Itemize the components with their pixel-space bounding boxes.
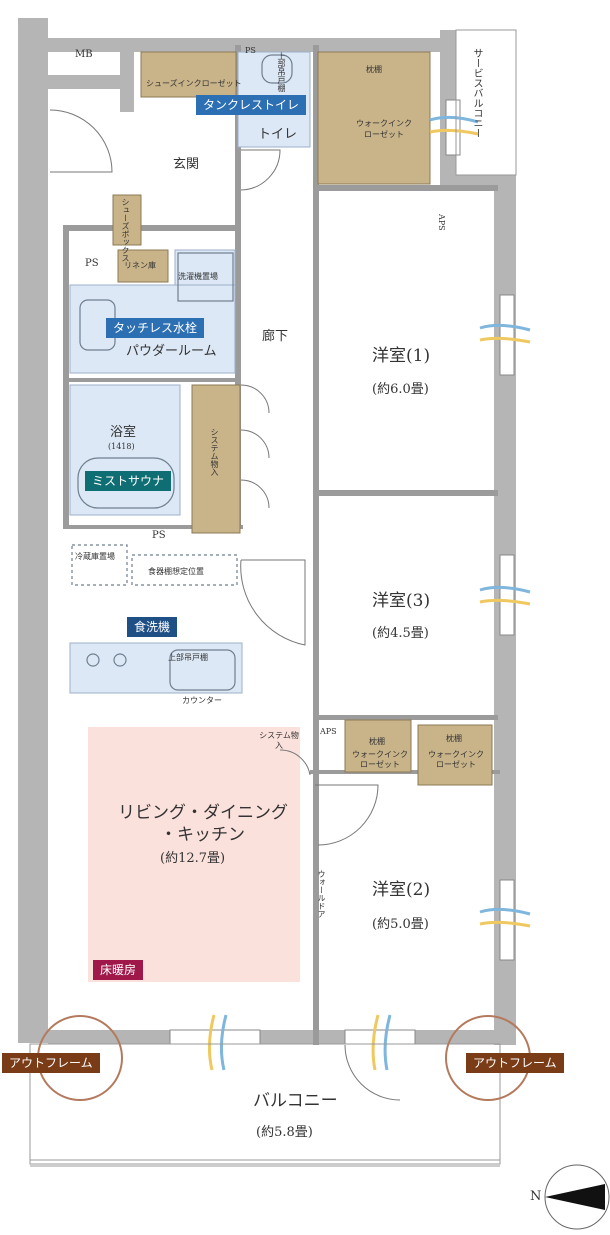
bath-area: [69, 384, 181, 516]
mb-label: MB: [75, 49, 93, 60]
bathroom-size-label: (1418): [108, 442, 135, 451]
wic-2-area: [344, 719, 412, 773]
room1-name: 洋室(1): [372, 346, 431, 366]
shelf-2-label: 枕棚: [369, 737, 385, 746]
service-balcony-label: サービスバルコニー: [471, 48, 482, 138]
kitchen-counter-area: [69, 642, 243, 694]
out-frame-left-tag: アウトフレーム: [2, 1053, 100, 1073]
windows: [169, 99, 515, 1045]
wet-areas: [69, 51, 311, 694]
aps-top-label: APS: [437, 214, 446, 231]
storage-areas: [69, 51, 493, 786]
door-swings: [49, 109, 401, 1101]
linen-label: リネン庫: [124, 261, 156, 270]
out-frame-right-tag: アウトフレーム: [466, 1053, 564, 1073]
dishwasher-tag: 食洗機: [127, 617, 178, 637]
room3-size: (約4.5畳): [372, 626, 429, 641]
wic-3-area: [417, 724, 493, 786]
compass-label: N: [530, 1189, 542, 1204]
dish-rack-box: [131, 554, 238, 586]
wic-1-label: ウォークインクローゼット: [356, 119, 412, 140]
balcony-outline: [29, 29, 517, 1167]
ldk-floor-heating-area: [88, 727, 300, 982]
dish-rack-label: 食器棚想定位置: [148, 567, 204, 576]
shoes-closet-area: [140, 51, 237, 98]
ps-top-label: PS: [245, 46, 256, 55]
stove-burner-2: [113, 653, 127, 667]
wall-door-label: ウォールドア: [317, 870, 326, 918]
fridge-label: 冷蔵庫置場: [75, 552, 115, 561]
bathtub: [77, 457, 175, 509]
mist-sauna-tag: ミストサウナ: [85, 471, 172, 491]
tankless-toilet-tag: タンクレストイレ: [196, 95, 307, 115]
wic-1-area: [317, 51, 431, 185]
shoes-box-area: [112, 194, 142, 246]
room1-size: (約6.0畳): [372, 382, 429, 397]
shoes-box-label: シューズボックス: [121, 198, 130, 262]
system-storage-ldk-label: システム物入: [259, 731, 299, 751]
system-storage-hall-area: [191, 384, 241, 534]
touchless-faucet-tag: タッチレス水栓: [106, 318, 205, 338]
toilet-label: トイレ: [258, 127, 298, 142]
ldk-name-line2: ・キッチン: [160, 825, 245, 845]
linen-area: [117, 249, 169, 283]
ldk-size: (約12.7畳): [160, 851, 226, 866]
powder-room-label: パウダールーム: [126, 344, 217, 359]
hallway-label: 廊下: [262, 329, 289, 344]
ldk-name-line1: リビング・ダイニング: [118, 803, 288, 823]
shelf-3-label: 枕棚: [446, 734, 462, 743]
wic-3-label: ウォークインクローゼット: [428, 750, 484, 770]
room3-name: 洋室(3): [372, 591, 431, 611]
ps-left-label: PS: [85, 258, 99, 269]
stove-burner-1: [86, 653, 100, 667]
shelf-1-label: 枕棚: [366, 65, 382, 74]
balcony-size: (約5.8畳): [256, 1125, 313, 1140]
balcony-name: バルコニー: [253, 1091, 338, 1111]
shoes-closet-label: シューズインクローゼット: [146, 79, 242, 88]
fridge-box: [71, 544, 128, 586]
system-storage-hall-label: システム物入: [210, 428, 219, 476]
bathroom-label: 浴室: [110, 425, 137, 440]
ps-kitchen-label: PS: [152, 530, 166, 541]
entrance-label: 玄関: [173, 157, 200, 172]
compass-icon: [544, 1164, 610, 1230]
aps-mid-label: APS: [320, 727, 337, 736]
room2-size: (約5.0畳): [372, 917, 429, 932]
washer-label: 洗濯機置場: [178, 272, 218, 281]
counter-label: カウンター: [182, 696, 222, 705]
airflow-marks: [207, 115, 531, 1071]
washer-box: [177, 252, 234, 302]
room2-name: 洋室(2): [372, 880, 431, 900]
wic-2-label: ウォークインクローゼット: [352, 750, 408, 770]
floor-heating-tag: 床暖房: [93, 960, 144, 980]
upper-cabinet-toilet-label: 上部吊戸棚: [277, 52, 286, 92]
toilet-bowl: [261, 54, 293, 84]
upper-cabinet-kitchen-label: 上部吊戸棚: [168, 653, 208, 662]
kitchen-sink: [169, 649, 236, 691]
